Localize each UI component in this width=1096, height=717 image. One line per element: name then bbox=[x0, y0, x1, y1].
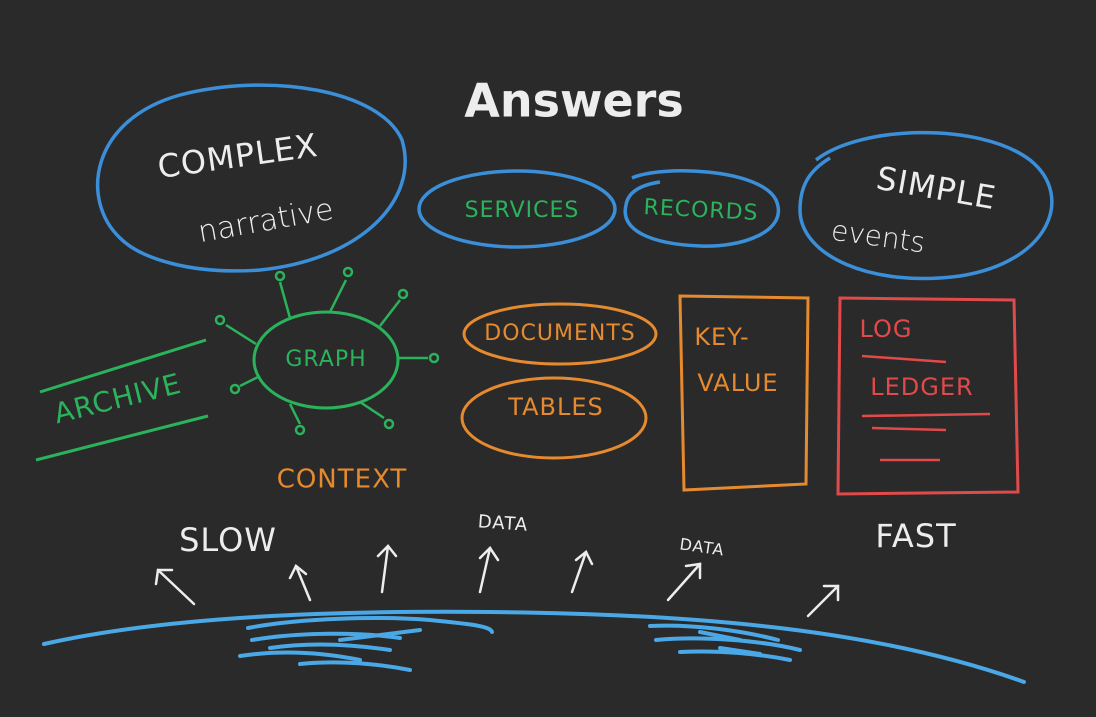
tables-label: TABLES bbox=[507, 393, 603, 421]
documents-store: DOCUMENTS bbox=[462, 302, 658, 366]
key-value-box bbox=[678, 294, 810, 492]
archive-line-top bbox=[39, 338, 207, 394]
services-label: SERVICES bbox=[465, 198, 580, 223]
records-ellipse bbox=[623, 169, 780, 248]
ledger-label: LEDGER bbox=[870, 373, 973, 401]
graph-spokes bbox=[214, 266, 440, 436]
diagram-title: Answers bbox=[464, 74, 684, 128]
services-ellipse bbox=[417, 169, 617, 249]
simple-bubble: SIMPLE events bbox=[798, 130, 1054, 281]
graph-ellipse bbox=[252, 310, 400, 410]
arrow-icon bbox=[570, 550, 594, 594]
upward-arrows bbox=[154, 544, 840, 618]
simple-label: SIMPLE bbox=[874, 159, 999, 217]
key-value-store: KEY- VALUE bbox=[678, 294, 810, 492]
arrow-icon bbox=[288, 564, 312, 602]
documents-ellipse bbox=[462, 302, 658, 366]
arrow-icon bbox=[376, 544, 398, 594]
narrative-label: narrative bbox=[195, 192, 336, 250]
tables-store: TABLES bbox=[460, 376, 648, 460]
archive-store: ARCHIVE bbox=[35, 338, 209, 462]
records-bubble: RECORDS bbox=[623, 169, 780, 248]
complex-ellipse bbox=[95, 83, 407, 273]
context-label: CONTEXT bbox=[277, 465, 408, 495]
arrow-icon bbox=[154, 568, 196, 606]
services-bubble: SERVICES bbox=[417, 169, 617, 249]
graph-store: GRAPH bbox=[214, 266, 440, 436]
documents-label: DOCUMENTS bbox=[484, 321, 635, 346]
archive-line-bottom bbox=[35, 414, 209, 462]
archive-label: ARCHIVE bbox=[51, 367, 185, 430]
records-label: RECORDS bbox=[643, 195, 759, 226]
complex-bubble: COMPLEX narrative bbox=[95, 83, 407, 273]
arrow-icon bbox=[806, 584, 840, 618]
value-label: VALUE bbox=[697, 369, 778, 397]
complex-label: COMPLEX bbox=[155, 126, 320, 186]
simple-ellipse bbox=[798, 130, 1054, 281]
data-label-2: DATA bbox=[678, 534, 725, 559]
key-label: KEY- bbox=[694, 323, 749, 351]
fast-label: FAST bbox=[875, 517, 956, 555]
slow-label: SLOW bbox=[179, 521, 277, 559]
horizon-line bbox=[42, 609, 1026, 684]
events-label: events bbox=[829, 214, 927, 260]
data-label-1: DATA bbox=[477, 511, 529, 535]
graph-label: GRAPH bbox=[285, 347, 366, 372]
log-ledger-store: LOG LEDGER bbox=[836, 296, 1020, 496]
log-label: LOG bbox=[859, 315, 912, 343]
arrow-icon bbox=[478, 546, 500, 594]
arrow-icon bbox=[666, 562, 702, 602]
tables-ellipse bbox=[460, 376, 648, 460]
earth-water bbox=[42, 609, 1026, 684]
log-ledger-box bbox=[836, 296, 1020, 496]
